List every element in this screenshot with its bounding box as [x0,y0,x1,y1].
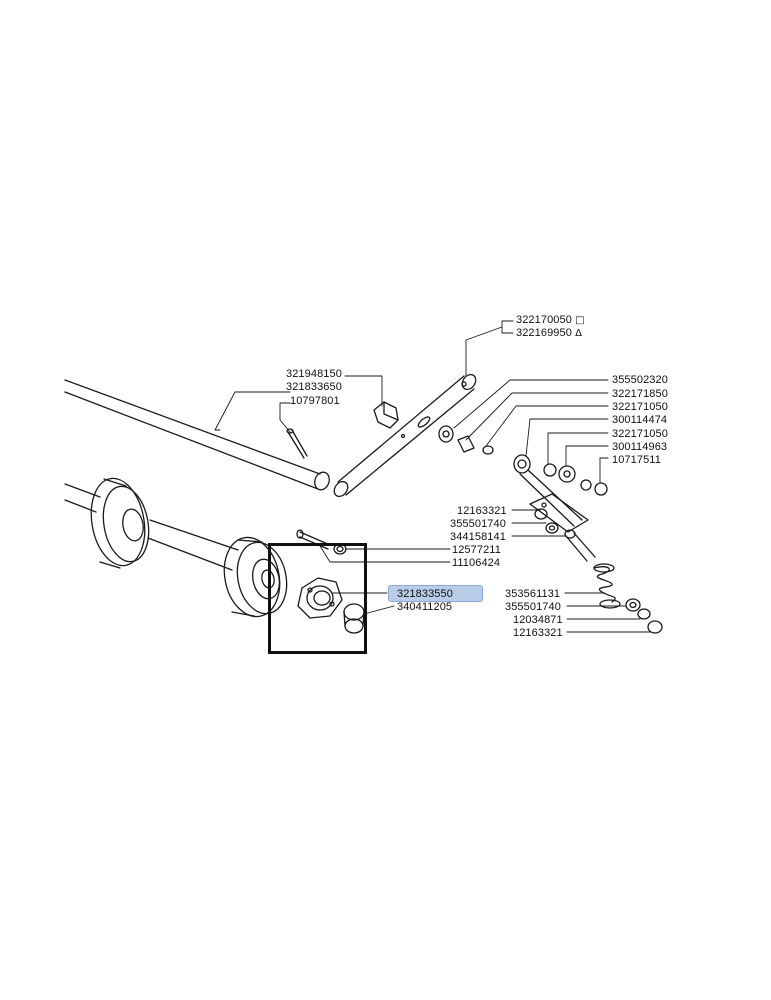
lower-washers [626,599,662,633]
label-321833550[interactable]: 321833550 [397,588,453,600]
square-symbol: □ [575,315,585,326]
spring [594,564,620,608]
label-353561131[interactable]: 353561131 [505,588,561,600]
block-a [458,436,474,452]
label-300114474[interactable]: 300114474 [612,414,668,426]
label-11106424[interactable]: 11106424 [452,557,501,569]
washer-row [544,464,607,495]
label-344158141[interactable]: 344158141 [450,531,506,543]
washer-a [439,426,453,442]
label-12577211[interactable]: 12577211 [452,544,501,556]
label-12163321-a[interactable]: 12163321 [457,505,507,517]
label-355502320[interactable]: 355502320 [612,374,668,386]
plate-bracket [530,494,588,532]
bearing-flange [298,578,342,618]
label-322171050-a[interactable]: 322171050 [612,401,668,413]
label-322171850[interactable]: 322171850 [612,388,668,400]
label-10797801[interactable]: 10797801 [290,395,340,407]
triangle-symbol: Δ [575,328,583,339]
left-pulley [85,474,155,570]
small-washers [535,509,558,533]
upper-link [514,455,582,526]
lever-arm [331,372,478,499]
label-355501740-b[interactable]: 355501740 [505,601,561,613]
label-321948150[interactable]: 321948150 [286,368,342,380]
pin-a [483,446,493,454]
highlight-321833550 [388,585,483,602]
long-rod [65,380,332,492]
vertical-rod [565,530,595,561]
selection-box [268,543,367,654]
small-bracket [374,402,398,428]
label-322169950[interactable]: 322169950 Δ [516,327,583,339]
label-321833650[interactable]: 321833650 [286,381,342,393]
label-12163321-b[interactable]: 12163321 [513,627,563,639]
label-300114963[interactable]: 300114963 [612,441,668,453]
main-shaft [65,484,238,570]
label-322170050[interactable]: 322170050 □ [516,314,585,326]
label-355501740-a[interactable]: 355501740 [450,518,506,530]
small-screw [287,429,307,458]
label-322171050-b[interactable]: 322171050 [612,428,668,440]
label-12034871[interactable]: 12034871 [513,614,563,626]
label-340411205[interactable]: 340411205 [397,601,453,613]
leader-lines [215,321,650,632]
label-10717511[interactable]: 10717511 [612,454,661,466]
